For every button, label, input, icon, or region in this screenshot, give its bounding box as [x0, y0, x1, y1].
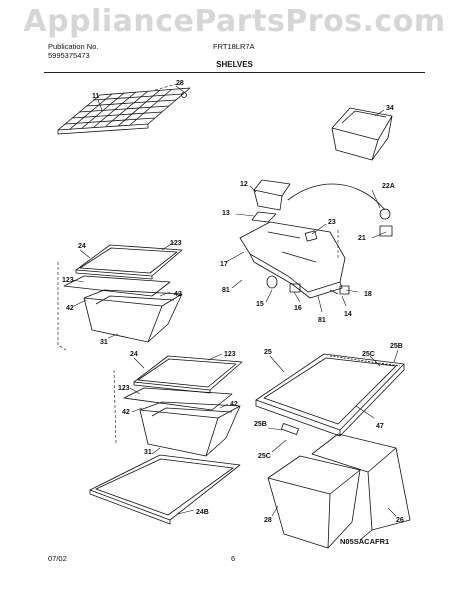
- label-14: 14: [344, 311, 352, 318]
- label-23: 23: [328, 219, 336, 226]
- upper-glass-shelf: [63, 244, 183, 343]
- label-25c-left: 25C: [258, 453, 271, 460]
- label-25: 25: [264, 349, 272, 356]
- diagram-code: N05SACAFR1: [340, 537, 390, 546]
- label-25c-right: 25C: [362, 351, 375, 358]
- lower-glass-shelf: [123, 355, 243, 457]
- label-123-lower-b: 123: [118, 385, 130, 392]
- label-28-drawer: 28: [264, 517, 272, 524]
- title-rule: [44, 72, 425, 73]
- label-123-lower-a: 123: [224, 351, 236, 358]
- label-42-upper-right: 42: [174, 291, 182, 298]
- label-42-lower-left: 42: [122, 409, 130, 416]
- label-42-upper-left: 42: [66, 305, 74, 312]
- label-12: 12: [240, 181, 248, 188]
- page-title: SHELVES: [216, 60, 253, 69]
- part-labels: 11 28 34 12 22A 13 23 21 17 81 15 16 18 …: [62, 80, 404, 524]
- bottom-shelf-frame: [89, 454, 241, 525]
- label-21: 21: [358, 235, 366, 242]
- label-24-lower: 24: [130, 351, 138, 358]
- watermark: AppliancePartsPros.com: [23, 4, 446, 39]
- label-18: 18: [364, 291, 372, 298]
- label-11: 11: [92, 93, 100, 100]
- label-17: 17: [220, 261, 228, 268]
- crisper-drawers: [267, 433, 411, 549]
- label-16: 16: [294, 305, 302, 312]
- leader-lines: [71, 85, 399, 517]
- label-31-upper: 31: [100, 339, 108, 346]
- label-28: 28: [176, 80, 184, 87]
- label-123-upper-b: 123: [62, 277, 74, 284]
- publication-label: Publication No.: [48, 42, 99, 51]
- publication-number: 5995375473: [48, 51, 90, 60]
- crisper-cover-shelf: [255, 353, 405, 437]
- label-123-upper-a: 123: [170, 240, 182, 247]
- label-42-lower-right: 42: [230, 401, 238, 408]
- page-number: 6: [231, 554, 236, 563]
- label-22a: 22A: [382, 183, 395, 190]
- label-26: 26: [396, 517, 404, 524]
- model-number: FRT18LR7A: [213, 42, 255, 51]
- crisper-bin-top-right: [331, 107, 393, 161]
- label-15: 15: [256, 301, 264, 308]
- label-81-lower: 81: [318, 317, 326, 324]
- label-24b: 24B: [196, 509, 209, 516]
- assembly-lines: [57, 81, 339, 445]
- label-31-lower: 31: [144, 449, 152, 456]
- label-25b-left: 25B: [254, 421, 267, 428]
- wire-shelf: [57, 87, 191, 135]
- label-25b-right: 25B: [390, 343, 403, 350]
- publication-info: Publication No. 5995375473: [48, 42, 98, 60]
- label-24-upper: 24: [78, 243, 86, 250]
- label-34: 34: [386, 105, 394, 112]
- label-13: 13: [222, 210, 230, 217]
- footer-date: 07/02: [48, 554, 67, 563]
- label-81-upper: 81: [222, 287, 230, 294]
- label-47: 47: [376, 423, 384, 430]
- air-control-housing: [239, 179, 393, 299]
